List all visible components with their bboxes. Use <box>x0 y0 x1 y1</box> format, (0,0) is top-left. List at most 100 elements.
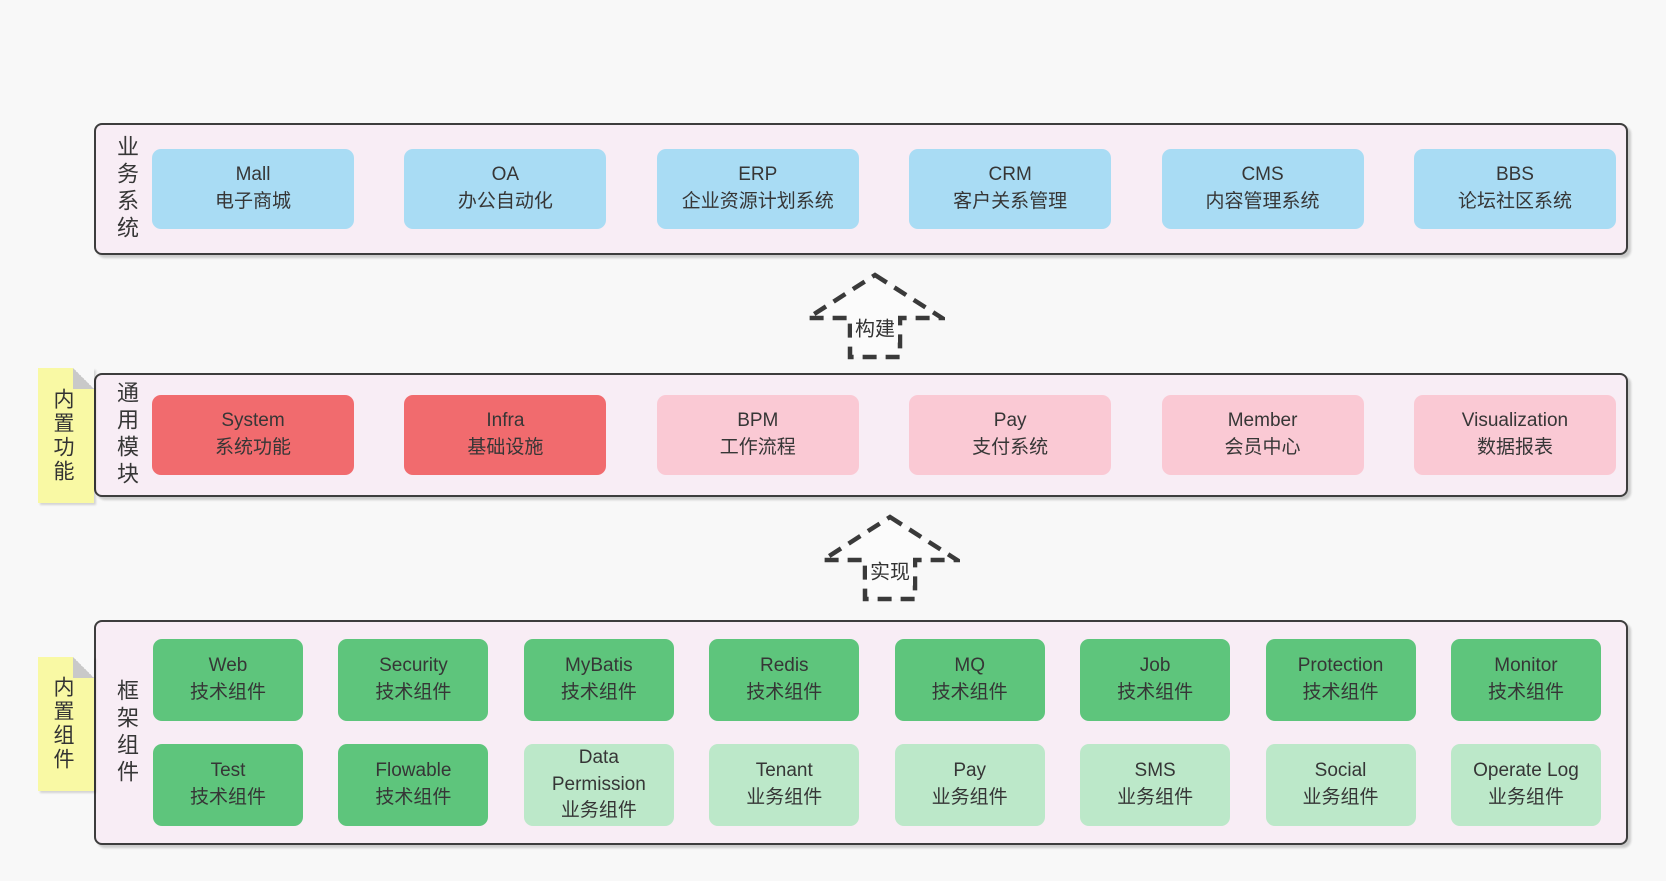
sticky-note-label: 内置组件 <box>51 676 74 772</box>
box-title: Security <box>379 655 448 677</box>
box-subtitle: 会员中心 <box>1224 437 1301 458</box>
box-mybatis: MyBatis 技术组件 <box>523 639 674 721</box>
box-title: MQ <box>954 655 985 677</box>
box-infra: Infra 基础设施 <box>404 395 607 475</box>
sticky-note-builtin-components: 内置组件 <box>38 657 94 791</box>
box-operate-log: Operate Log 业务组件 <box>1450 744 1601 826</box>
sticky-note-label: 内置功能 <box>51 387 74 484</box>
box-subtitle: 技术组件 <box>560 682 637 703</box>
box-subtitle: 技术组件 <box>375 682 452 703</box>
box-title: Mall <box>235 164 271 186</box>
box-subtitle: 论坛社区系统 <box>1457 191 1572 212</box>
box-title: Pay <box>993 410 1027 432</box>
box-test: Test 技术组件 <box>153 744 303 826</box>
box-subtitle: 工作流程 <box>719 437 796 458</box>
box-flowable: Flowable 技术组件 <box>338 744 489 826</box>
box-title: Operate Log <box>1473 760 1579 782</box>
box-visualization: Visualization 数据报表 <box>1413 395 1616 475</box>
box-subtitle: 电子商城 <box>214 191 291 212</box>
box-title: BPM <box>737 410 779 432</box>
arrow-implement: 实现 <box>820 511 960 605</box>
box-title: SMS <box>1134 760 1176 782</box>
box-subtitle: 办公自动化 <box>457 191 553 212</box>
box-bbs: BBS 论坛社区系统 <box>1413 149 1616 229</box>
box-subtitle: 技术组件 <box>931 682 1008 703</box>
box-subtitle: 业务组件 <box>931 787 1008 808</box>
box-title: Test <box>210 760 246 782</box>
arrow-build-label: 构建 <box>852 311 898 343</box>
box-title: Redis <box>759 655 809 677</box>
box-title: Infra <box>486 410 525 432</box>
box-title: Flowable <box>375 760 452 782</box>
box-title: MyBatis <box>565 655 633 677</box>
box-mq: MQ 技术组件 <box>894 639 1045 721</box>
sticky-note-builtin-features: 内置功能 <box>38 368 94 503</box>
box-data-permission: Data Permission 业务组件 <box>523 744 674 826</box>
box-subtitle: 企业资源计划系统 <box>681 191 834 212</box>
box-subtitle: 技术组件 <box>375 787 452 808</box>
box-mall: Mall 电子商城 <box>152 149 354 229</box>
box-subtitle: 内容管理系统 <box>1205 191 1320 212</box>
box-title: Monitor <box>1494 655 1558 677</box>
box-subtitle: 技术组件 <box>1487 682 1564 703</box>
box-subtitle: 业务组件 <box>746 787 823 808</box>
folded-corner-icon <box>73 657 94 678</box>
box-subtitle: 技术组件 <box>189 787 266 808</box>
box-subtitle: 客户关系管理 <box>953 191 1068 212</box>
arrow-implement-label: 实现 <box>867 554 913 586</box>
box-subtitle: 技术组件 <box>1302 682 1379 703</box>
box-title: Data Permission <box>551 746 646 795</box>
box-job: Job 技术组件 <box>1080 639 1231 721</box>
box-bpm: BPM 工作流程 <box>656 395 859 475</box>
box-security: Security 技术组件 <box>338 639 489 721</box>
box-monitor: Monitor 技术组件 <box>1450 639 1601 721</box>
box-subtitle: 基础设施 <box>467 437 544 458</box>
box-oa: OA 办公自动化 <box>404 149 607 229</box>
box-title: Member <box>1227 410 1298 432</box>
folded-corner-icon <box>73 368 94 389</box>
box-title: CMS <box>1241 164 1284 186</box>
box-title: Social <box>1314 760 1367 782</box>
box-subtitle: 数据报表 <box>1476 437 1553 458</box>
arrow-build: 构建 <box>805 272 945 360</box>
box-cms: CMS 内容管理系统 <box>1161 149 1364 229</box>
box-pay: Pay 支付系统 <box>909 395 1112 475</box>
box-pay: Pay 业务组件 <box>894 744 1045 826</box>
box-title: Pay <box>953 760 987 782</box>
box-title: Visualization <box>1461 410 1569 432</box>
box-title: Job <box>1139 655 1171 677</box>
box-title: BBS <box>1495 164 1534 186</box>
box-subtitle: 业务组件 <box>560 800 637 822</box>
box-member: Member 会员中心 <box>1161 395 1364 475</box>
band-label-framework-components: 框架组件 <box>114 678 139 787</box>
box-subtitle: 技术组件 <box>1117 682 1194 703</box>
box-erp: ERP 企业资源计划系统 <box>656 149 859 229</box>
box-crm: CRM 客户关系管理 <box>909 149 1112 229</box>
box-social: Social 业务组件 <box>1265 744 1416 826</box>
box-subtitle: 系统功能 <box>214 437 291 458</box>
box-subtitle: 业务组件 <box>1117 787 1194 808</box>
box-subtitle: 技术组件 <box>189 682 266 703</box>
box-protection: Protection 技术组件 <box>1265 639 1416 721</box>
band-label-common-modules: 通用模块 <box>114 381 139 489</box>
box-title: CRM <box>988 164 1032 186</box>
business-systems-boxes: Mall 电子商城 OA 办公自动化 ERP 企业资源计划系统 CRM 客户关系管理 CMS 内容… <box>152 149 1616 229</box>
box-title: OA <box>491 164 520 186</box>
box-title: Tenant <box>755 760 813 782</box>
box-subtitle: 支付系统 <box>972 437 1049 458</box>
box-tenant: Tenant 业务组件 <box>709 744 860 826</box>
box-title: Protection <box>1297 655 1384 677</box>
box-subtitle: 业务组件 <box>1487 787 1564 808</box>
box-subtitle: 业务组件 <box>1302 787 1379 808</box>
box-title: ERP <box>738 164 778 186</box>
